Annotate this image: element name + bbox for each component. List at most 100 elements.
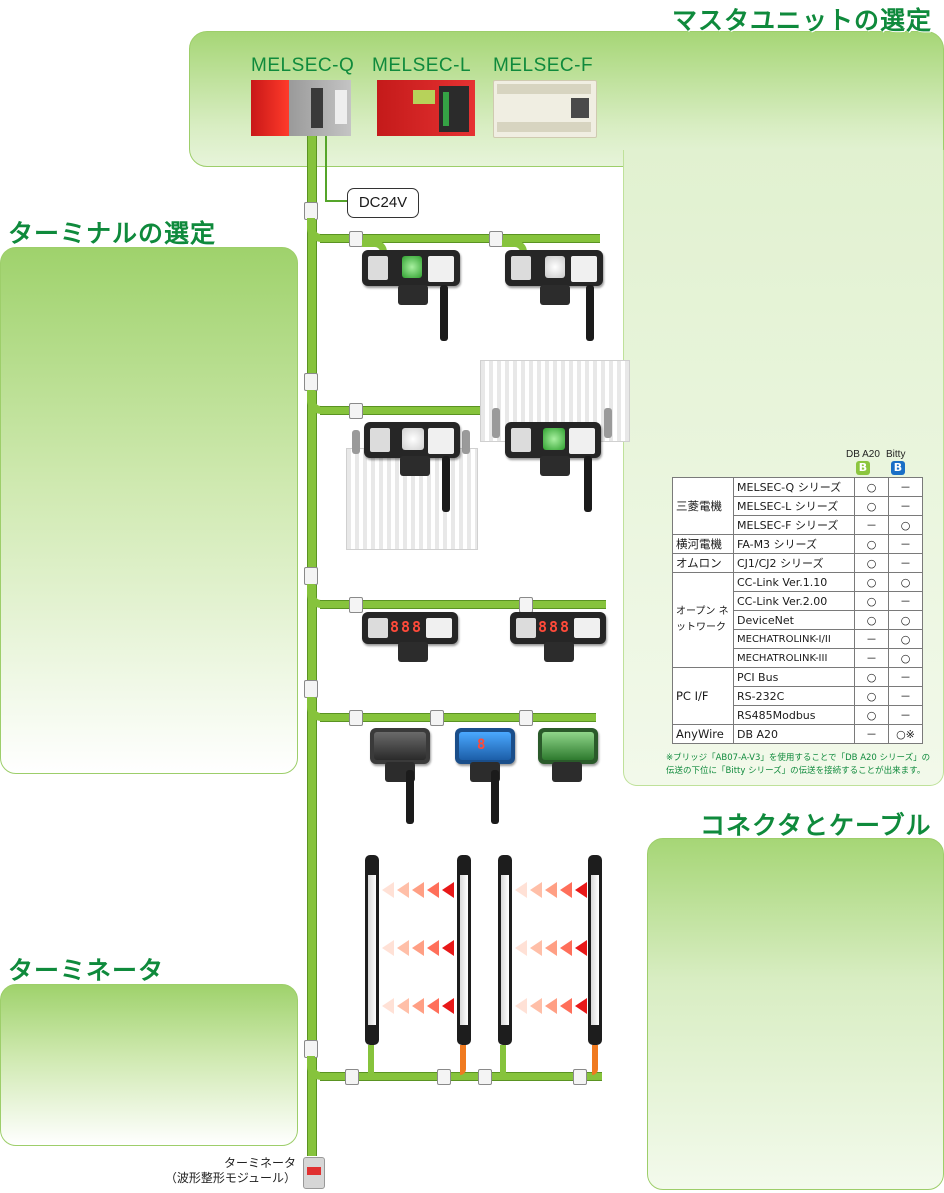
- product-cell: RS485Modbus: [733, 705, 855, 725]
- bitty-cell: －: [888, 534, 923, 554]
- master-unit-title: マスタユニットの選定: [672, 6, 933, 35]
- terminal-sensor-green[interactable]: [362, 250, 460, 286]
- terminal-bitty-blue[interactable]: 8: [455, 728, 515, 764]
- table-row: MELSEC-L シリーズ ○ －: [673, 496, 923, 516]
- product-cell: CC-Link Ver.1.10: [733, 572, 855, 592]
- compatibility-table: 三菱電機 MELSEC-Q シリーズ ○ － MELSEC-L シリーズ ○ －…: [672, 477, 923, 744]
- melsec-q-io-panel: [335, 90, 347, 124]
- light-curtain-emitter[interactable]: [365, 855, 379, 1045]
- branch-connector[interactable]: [349, 710, 363, 726]
- table-row: DeviceNet ○ ○: [673, 610, 923, 630]
- bitty-cell: ○※: [888, 724, 923, 744]
- terminator-label: ターミネータ （波形整形モジュール）: [150, 1156, 296, 1186]
- dc24v-label: DC24V: [347, 188, 419, 218]
- branch-connector[interactable]: [349, 403, 363, 419]
- dba20-cell: ○: [854, 534, 889, 554]
- drop-cable: [500, 1045, 506, 1073]
- mount-bracket: [462, 430, 470, 454]
- branch-connector[interactable]: [437, 1069, 451, 1085]
- connector-cable-title: コネクタとケーブル: [700, 811, 932, 840]
- bitty-cell: －: [888, 496, 923, 516]
- branch-curve: [307, 697, 331, 721]
- main-cable-connector[interactable]: [304, 680, 318, 698]
- maker-cell: AnyWire: [672, 724, 734, 744]
- terminal-side-block: [428, 256, 454, 282]
- table-row: RS-232C ○ －: [673, 686, 923, 706]
- main-cable-connector[interactable]: [304, 567, 318, 585]
- dba20-cell: －: [854, 629, 889, 649]
- dba20-cell: ○: [854, 496, 889, 516]
- dba20-cell: ○: [854, 610, 889, 630]
- orange-cable: [592, 1045, 598, 1075]
- branch-connector[interactable]: [489, 231, 503, 247]
- table-row: 三菱電機 MELSEC-Q シリーズ ○ －: [672, 477, 923, 535]
- green-led-icon: [402, 256, 422, 278]
- terminal-side-block: [569, 428, 595, 454]
- product-cell: MECHATROLINK-I/II: [733, 629, 855, 649]
- power-wire: [325, 136, 327, 202]
- product-cell: CC-Link Ver.2.00: [733, 591, 855, 611]
- dba20-cell: ○: [854, 572, 889, 592]
- mount-bracket: [604, 408, 612, 438]
- orange-cable: [460, 1045, 466, 1075]
- light-curtain-emitter[interactable]: [498, 855, 512, 1045]
- branch-connector[interactable]: [345, 1069, 359, 1085]
- product-cell: DB A20: [733, 724, 855, 744]
- bitty-cell: ○: [888, 515, 923, 535]
- table-row: RS485Modbus ○ －: [673, 705, 923, 725]
- melsec-l-unit[interactable]: [377, 80, 475, 136]
- main-transmission-cable: [307, 136, 317, 1156]
- branch-curve: [307, 584, 331, 608]
- terminal-side-block: [571, 256, 597, 282]
- terminator-module[interactable]: [303, 1157, 325, 1189]
- footnote-line1: ※ブリッジ「AB07-A-V3」を使用することで「DB A20 シリーズ」の: [666, 753, 931, 763]
- melsec-f-unit[interactable]: [493, 80, 597, 138]
- melsec-q-unit[interactable]: [251, 80, 351, 136]
- terminator-label-line1: ターミネータ: [223, 1156, 296, 1170]
- terminal-heatsink-white[interactable]: [364, 422, 460, 458]
- segment-display: 888: [390, 618, 424, 636]
- branch-connector[interactable]: [519, 597, 533, 613]
- terminal-label-strip: [370, 428, 390, 452]
- connector-panel: [647, 838, 944, 1190]
- terminator-panel: [0, 984, 298, 1146]
- table-row: 横河電機 FA-M3 シリーズ ○ －: [672, 534, 923, 554]
- branch-cable-1: [320, 234, 600, 243]
- sensor-cable: [440, 285, 448, 341]
- header-bitty: Bitty: [886, 449, 906, 460]
- dba20-cell: ○: [854, 553, 889, 573]
- terminal-sensor-white[interactable]: [505, 250, 603, 286]
- terminal-display-1[interactable]: 888: [362, 612, 458, 644]
- terminal-display-2[interactable]: 888: [510, 612, 606, 644]
- bitty-cell: ○: [888, 572, 923, 592]
- sensor-connector: [400, 456, 430, 476]
- terminal-bitty-green[interactable]: [538, 728, 598, 764]
- branch-connector[interactable]: [478, 1069, 492, 1085]
- bitty-cell: ○: [888, 629, 923, 649]
- bitty-cell: ○: [888, 648, 923, 668]
- bitty-cell: －: [888, 705, 923, 725]
- branch-connector[interactable]: [430, 710, 444, 726]
- branch-connector[interactable]: [349, 597, 363, 613]
- branch-connector[interactable]: [349, 231, 363, 247]
- terminator-label-line2: （波形整形モジュール）: [164, 1171, 296, 1185]
- terminal-bitty-gray[interactable]: [370, 728, 430, 764]
- light-curtain-receiver[interactable]: [588, 855, 602, 1045]
- terminal-connector: [544, 642, 574, 662]
- product-cell: PCI Bus: [733, 667, 855, 687]
- branch-connector[interactable]: [573, 1069, 587, 1085]
- light-curtain-receiver[interactable]: [457, 855, 471, 1045]
- dba20-badge-icon: B: [856, 461, 870, 475]
- terminal-heatsink-green[interactable]: [505, 422, 601, 458]
- terminal-label-strip: [511, 428, 531, 452]
- sensor-cable: [491, 770, 499, 824]
- branch-connector[interactable]: [519, 710, 533, 726]
- product-cell: RS-232C: [733, 686, 855, 706]
- main-cable-connector[interactable]: [304, 373, 318, 391]
- table-row: MELSEC-F シリーズ － ○: [673, 515, 923, 535]
- table-row: PC I/F PCI Bus ○ －: [672, 667, 923, 725]
- dba20-cell: ○: [854, 667, 889, 687]
- melsec-l-terminal-block: [443, 92, 449, 126]
- table-row: AnyWire DB A20 － ○※: [672, 724, 923, 744]
- terminal-face: [459, 732, 511, 760]
